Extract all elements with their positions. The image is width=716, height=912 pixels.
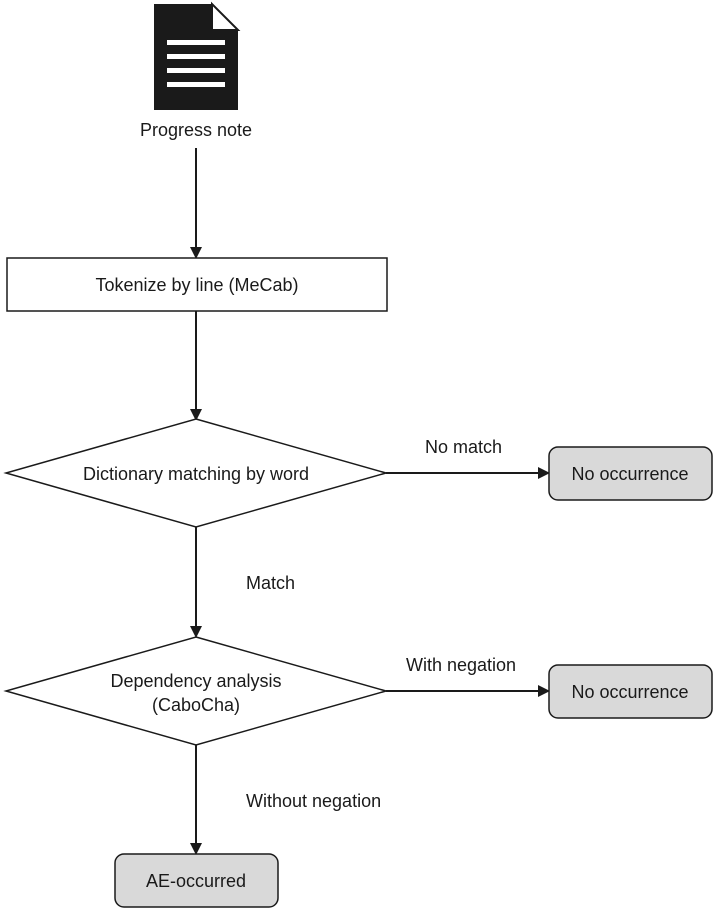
dictionary-label: Dictionary matching by word [82, 464, 310, 484]
no-occurrence-box-1 [548, 446, 713, 501]
dependency-decision [3, 636, 389, 746]
without-negation-label: Without negation [246, 791, 382, 811]
no-match-label: No match [425, 437, 503, 457]
ae-occurred-label: AE-occurred [145, 871, 247, 891]
dictionary-decision [3, 418, 389, 528]
progress-note-label: Progress note [139, 120, 253, 140]
with-negation-label: With negation [406, 655, 517, 675]
match-label: Match [246, 573, 296, 593]
no-occurrence-label-2: No occurrence [571, 682, 689, 702]
dependency-label-line2: (CaboCha) [151, 695, 241, 715]
no-occurrence-box-2 [548, 664, 713, 719]
ae-occurred-box [114, 853, 279, 908]
tokenize-box [6, 257, 388, 312]
document-icon [154, 1, 241, 110]
dependency-label-line1: Dependency analysis [110, 671, 282, 691]
no-occurrence-label-1: No occurrence [571, 464, 689, 484]
tokenize-label: Tokenize by line (MeCab) [95, 275, 299, 295]
